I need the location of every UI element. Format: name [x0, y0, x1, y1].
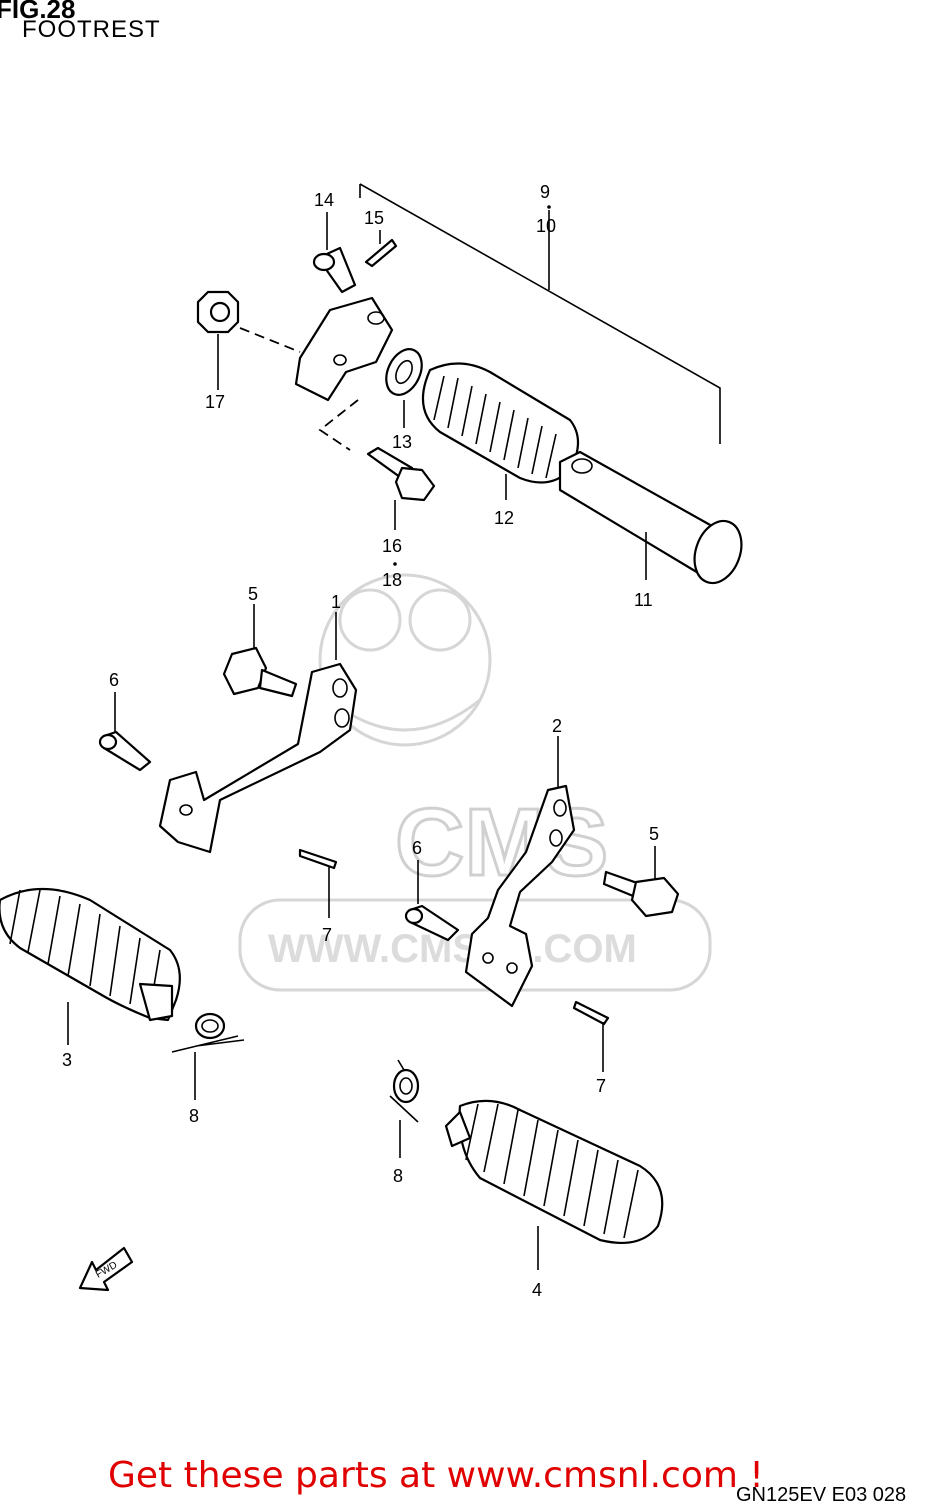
callout-8-left: 8	[189, 1106, 199, 1126]
footrest-bar-part-11	[558, 450, 743, 585]
spring-part-8-right	[389, 1059, 420, 1123]
bolt-part-5-lower	[602, 870, 680, 918]
washer-part-13	[385, 348, 423, 396]
bolt-part-5-upper	[222, 646, 298, 698]
bolt-part-16-18	[366, 446, 436, 502]
cotter-pin-part-7-right	[572, 1000, 610, 1026]
callout-labels: 9 10 14 15 17 13 12 16 18 11 5 1 6 2 5 6…	[62, 182, 659, 1300]
callout-10: 10	[536, 216, 556, 236]
callout-6-lower: 6	[412, 838, 422, 858]
figure-number: FIG.28	[0, 0, 76, 24]
nut-part-17	[196, 290, 240, 334]
callout-7-right: 7	[596, 1076, 606, 1096]
bolt-part-14	[312, 246, 357, 294]
footrest-rubber-part-4	[444, 1099, 664, 1244]
pin-part-6-lower	[404, 904, 460, 942]
figure-title: FOOTREST	[22, 16, 161, 43]
pin-part-6-upper	[98, 730, 152, 772]
bracket-line	[359, 183, 721, 444]
callout-1: 1	[331, 592, 341, 612]
bracket-part-9-10	[294, 296, 394, 402]
cotter-pin-part-15	[364, 238, 398, 268]
callout-5-lower: 5	[649, 824, 659, 844]
callout-6-upper: 6	[109, 670, 119, 690]
callout-4: 4	[532, 1280, 542, 1300]
cotter-pin-part-7-left	[298, 848, 338, 870]
callout-5-upper: 5	[248, 584, 258, 604]
callout-18: 18	[382, 570, 402, 590]
footrest-bracket-part-2	[464, 784, 576, 1008]
order-parts-link[interactable]: Get these parts at www.cmsnl.com !	[108, 1455, 764, 1496]
callout-16: 16	[382, 536, 402, 556]
callout-15: 15	[364, 208, 384, 228]
footrest-rubber-part-12	[421, 362, 580, 484]
diagram-code: GN125EV E03 028	[736, 1484, 907, 1506]
callout-17: 17	[205, 392, 225, 412]
callout-11: 11	[634, 590, 653, 610]
watermark: CMS WWW.CMSNL.COM	[238, 573, 712, 992]
callout-7-left: 7	[322, 925, 332, 945]
footrest-bracket-part-1	[158, 662, 358, 854]
callout-2: 2	[552, 716, 562, 736]
watermark-brand: CMS	[395, 789, 608, 896]
forward-arrow-icon: FWD	[78, 1246, 134, 1292]
callout-13: 13	[392, 432, 412, 452]
footrest-rubber-part-3	[0, 887, 181, 1022]
callout-9: 9	[540, 182, 550, 202]
callout-3: 3	[62, 1050, 72, 1070]
spring-part-8-left	[171, 1012, 245, 1053]
callout-14: 14	[314, 190, 334, 210]
callout-8-right: 8	[393, 1166, 403, 1186]
callout-12: 12	[494, 508, 514, 528]
